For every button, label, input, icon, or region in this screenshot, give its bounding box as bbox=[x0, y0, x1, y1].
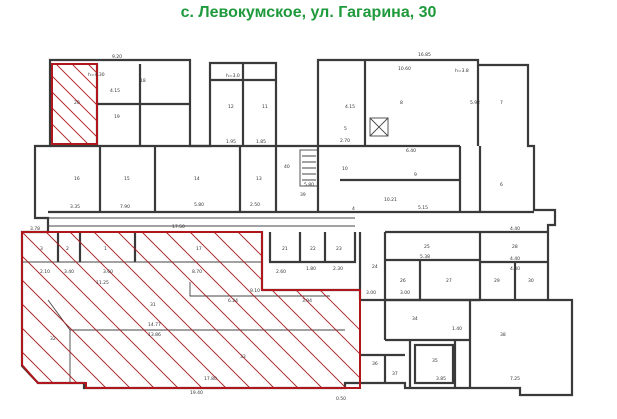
dimension-label: 4.40 bbox=[510, 266, 520, 272]
room-label: 34 bbox=[412, 316, 418, 322]
room-label: 15 bbox=[124, 176, 130, 182]
dimension-label: 19.40 bbox=[190, 390, 203, 396]
room-label: 5 bbox=[344, 126, 347, 132]
room-label: 29 bbox=[494, 278, 500, 284]
room-label: 37 bbox=[392, 371, 398, 377]
dimension-label: 8.70 bbox=[192, 269, 202, 275]
dimension-label: 7.90 bbox=[120, 204, 130, 210]
dimension-label: 4.40 bbox=[510, 256, 520, 262]
dimension-label: h=3.0 bbox=[226, 73, 240, 79]
dimension-label: 1.40 bbox=[452, 326, 462, 332]
room-label: 39 bbox=[300, 192, 306, 198]
page-title: с. Левокумское, ул. Гагарина, 30 bbox=[180, 4, 437, 21]
dimension-label: 4.40 bbox=[510, 226, 520, 232]
room-label: 31 bbox=[150, 302, 156, 308]
room-label: 22 bbox=[310, 246, 316, 252]
interior-walls bbox=[22, 60, 548, 388]
room-label: 30 bbox=[528, 278, 534, 284]
dimension-label: 4.15 bbox=[110, 88, 120, 94]
dimension-label: 5.80 bbox=[194, 202, 204, 208]
dimension-label: 10.60 bbox=[398, 66, 411, 72]
dimension-label: 1.95 bbox=[226, 139, 236, 145]
dimension-label: 5.38 bbox=[420, 254, 430, 260]
room-label: 9 bbox=[414, 172, 417, 178]
room-label: 38 bbox=[500, 332, 506, 338]
room-label: 25 bbox=[424, 244, 430, 250]
dimension-label: 13.86 bbox=[148, 332, 161, 338]
dimension-label: 7.25 bbox=[510, 376, 520, 382]
dimension-label: 2.50 bbox=[250, 202, 260, 208]
room-label: 23 bbox=[336, 246, 342, 252]
dimension-label: 17.80 bbox=[204, 376, 217, 382]
dimension-label: 17.50 bbox=[172, 224, 185, 230]
dimension-label: 3.94 bbox=[302, 298, 312, 304]
highlight-area-top bbox=[51, 63, 98, 145]
dimension-label: 3.35 bbox=[70, 204, 80, 210]
dimension-label: 1.85 bbox=[256, 139, 266, 145]
dimension-label: 2.60 bbox=[276, 269, 286, 275]
dimension-label: 2.30 bbox=[333, 266, 343, 272]
dimension-label: h=4.30 bbox=[88, 72, 105, 78]
dimension-label: 1.80 bbox=[306, 266, 316, 272]
dimension-label: 5.80 bbox=[304, 182, 314, 188]
dimension-label: 0.50 bbox=[336, 396, 346, 402]
dimension-label: 10.21 bbox=[384, 197, 397, 203]
room-label: 17 bbox=[196, 246, 202, 252]
dimension-label: 6.24 bbox=[228, 298, 238, 304]
room-label: 27 bbox=[446, 278, 452, 284]
room-label: 12 bbox=[228, 104, 234, 110]
dimension-label: 9.20 bbox=[112, 54, 122, 60]
dimension-label: 3.00 bbox=[366, 290, 376, 296]
room-label: 14 bbox=[194, 176, 200, 182]
room-label: 20 bbox=[74, 100, 80, 106]
room-label: 4 bbox=[352, 206, 355, 212]
dimension-label: 16.85 bbox=[418, 52, 431, 58]
room-label: 32 bbox=[50, 336, 56, 342]
dimension-label: 2.10 bbox=[40, 269, 50, 275]
room-label: 7 bbox=[500, 100, 503, 106]
dimension-label: 3.00 bbox=[400, 290, 410, 296]
room-label: 1 bbox=[104, 246, 107, 252]
dimension-label: 5.15 bbox=[418, 205, 428, 211]
dimension-label: 3.85 bbox=[436, 376, 446, 382]
room-label: 10 bbox=[342, 166, 348, 172]
dimension-label: 3.78 bbox=[30, 226, 40, 232]
dimension-label: 2.70 bbox=[340, 138, 350, 144]
room-label: 36 bbox=[372, 361, 378, 367]
dimension-label: 14.77 bbox=[148, 322, 161, 328]
dimension-label: 4.15 bbox=[345, 104, 355, 110]
room-label: 26 bbox=[400, 278, 406, 284]
dimension-label: 6.40 bbox=[406, 148, 416, 154]
room-label: 2 bbox=[66, 246, 69, 252]
room-label: 21 bbox=[282, 246, 288, 252]
room-label: 11 bbox=[262, 104, 268, 110]
room-label: 19 bbox=[114, 114, 120, 120]
room-labels: 20 19 18 16 15 14 13 12 11 10 9 8 7 6 5 … bbox=[40, 78, 534, 377]
dimension-labels: 9.20 16.85 10.60 h=4.30 h=3.0 h=3.8 4.15… bbox=[30, 52, 520, 402]
room-label: 18 bbox=[140, 78, 146, 84]
room-label: 40 bbox=[284, 164, 290, 170]
room-label: 33 bbox=[240, 354, 246, 360]
room-label: 3 bbox=[40, 246, 43, 252]
dimension-label: 3.60 bbox=[103, 269, 113, 275]
dimension-label: 11.25 bbox=[96, 280, 109, 286]
dimension-label: 3.40 bbox=[64, 269, 74, 275]
room-label: 24 bbox=[372, 264, 378, 270]
highlight-area-bottom bbox=[21, 231, 361, 389]
room-label: 8 bbox=[400, 100, 403, 106]
dimension-label: h=3.8 bbox=[455, 68, 469, 74]
room-label: 35 bbox=[432, 358, 438, 364]
dimension-label: 9.10 bbox=[250, 288, 260, 294]
room-label: 6 bbox=[500, 182, 503, 188]
room-label: 13 bbox=[256, 176, 262, 182]
outer-walls bbox=[20, 58, 574, 397]
dimension-label: 5.92 bbox=[470, 100, 480, 106]
room-label: 28 bbox=[512, 244, 518, 250]
room-label: 16 bbox=[74, 176, 80, 182]
